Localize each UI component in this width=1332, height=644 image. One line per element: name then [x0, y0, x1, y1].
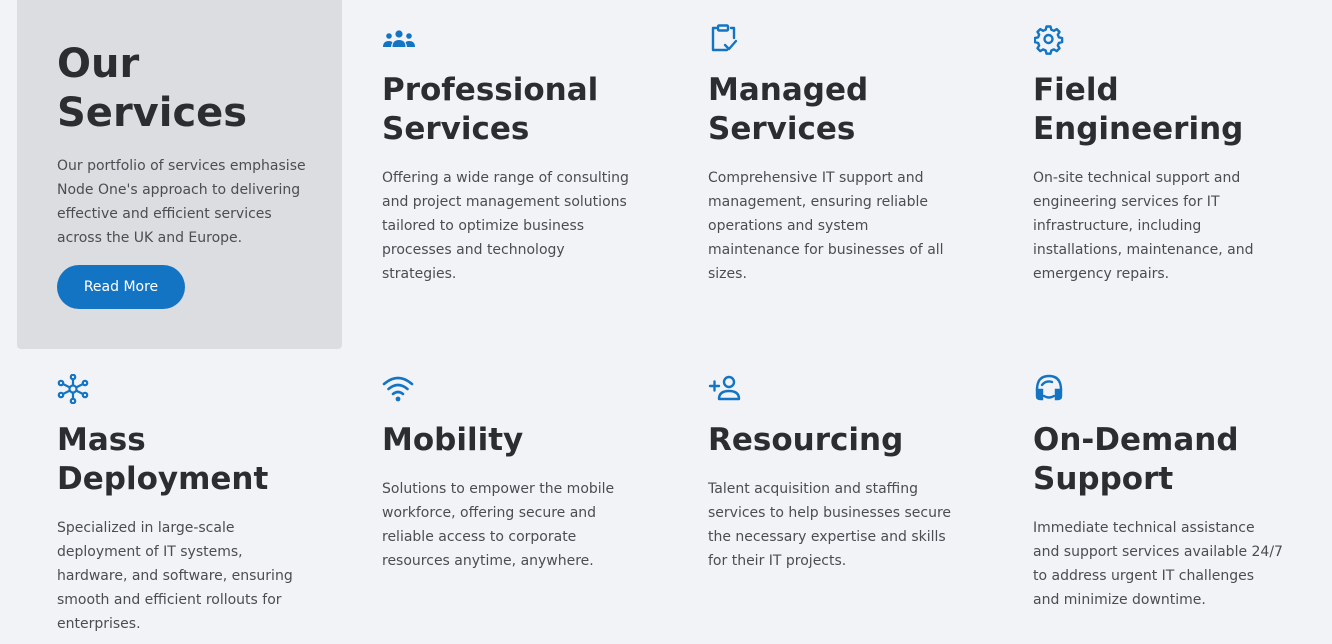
service-title: Mass Deployment [57, 422, 269, 497]
network-icon [57, 374, 93, 404]
service-title: On-Demand Support [1033, 422, 1239, 497]
intro-text: Our portfolio of services emphasise Node… [57, 158, 306, 246]
service-title: Resourcing [708, 422, 904, 458]
service-description: Specialized in large-scale deployment of… [57, 520, 293, 632]
add-user-icon [708, 375, 744, 405]
service-description: Offering a wide range of consulting and … [382, 170, 629, 282]
service-title: Field Engineering [1033, 72, 1244, 147]
service-description: Solutions to empower the mobile workforc… [382, 481, 615, 569]
service-description: Comprehensive IT support and management,… [708, 170, 944, 282]
gear-icon [1034, 25, 1070, 55]
page-title: Our Services [57, 41, 248, 136]
headset-icon [1034, 374, 1070, 404]
service-description: Immediate technical assistance and suppo… [1033, 520, 1283, 608]
clipboard-check-icon [708, 24, 744, 54]
service-title: Professional Services [382, 72, 599, 147]
read-more-button[interactable]: Read More [57, 265, 185, 309]
service-title: Managed Services [708, 72, 869, 147]
team-icon [382, 26, 418, 56]
service-title: Mobility [382, 422, 524, 458]
service-description: On-site technical support and engineerin… [1033, 170, 1254, 282]
wifi-icon [382, 375, 418, 405]
service-description: Talent acquisition and staffing services… [708, 481, 952, 569]
